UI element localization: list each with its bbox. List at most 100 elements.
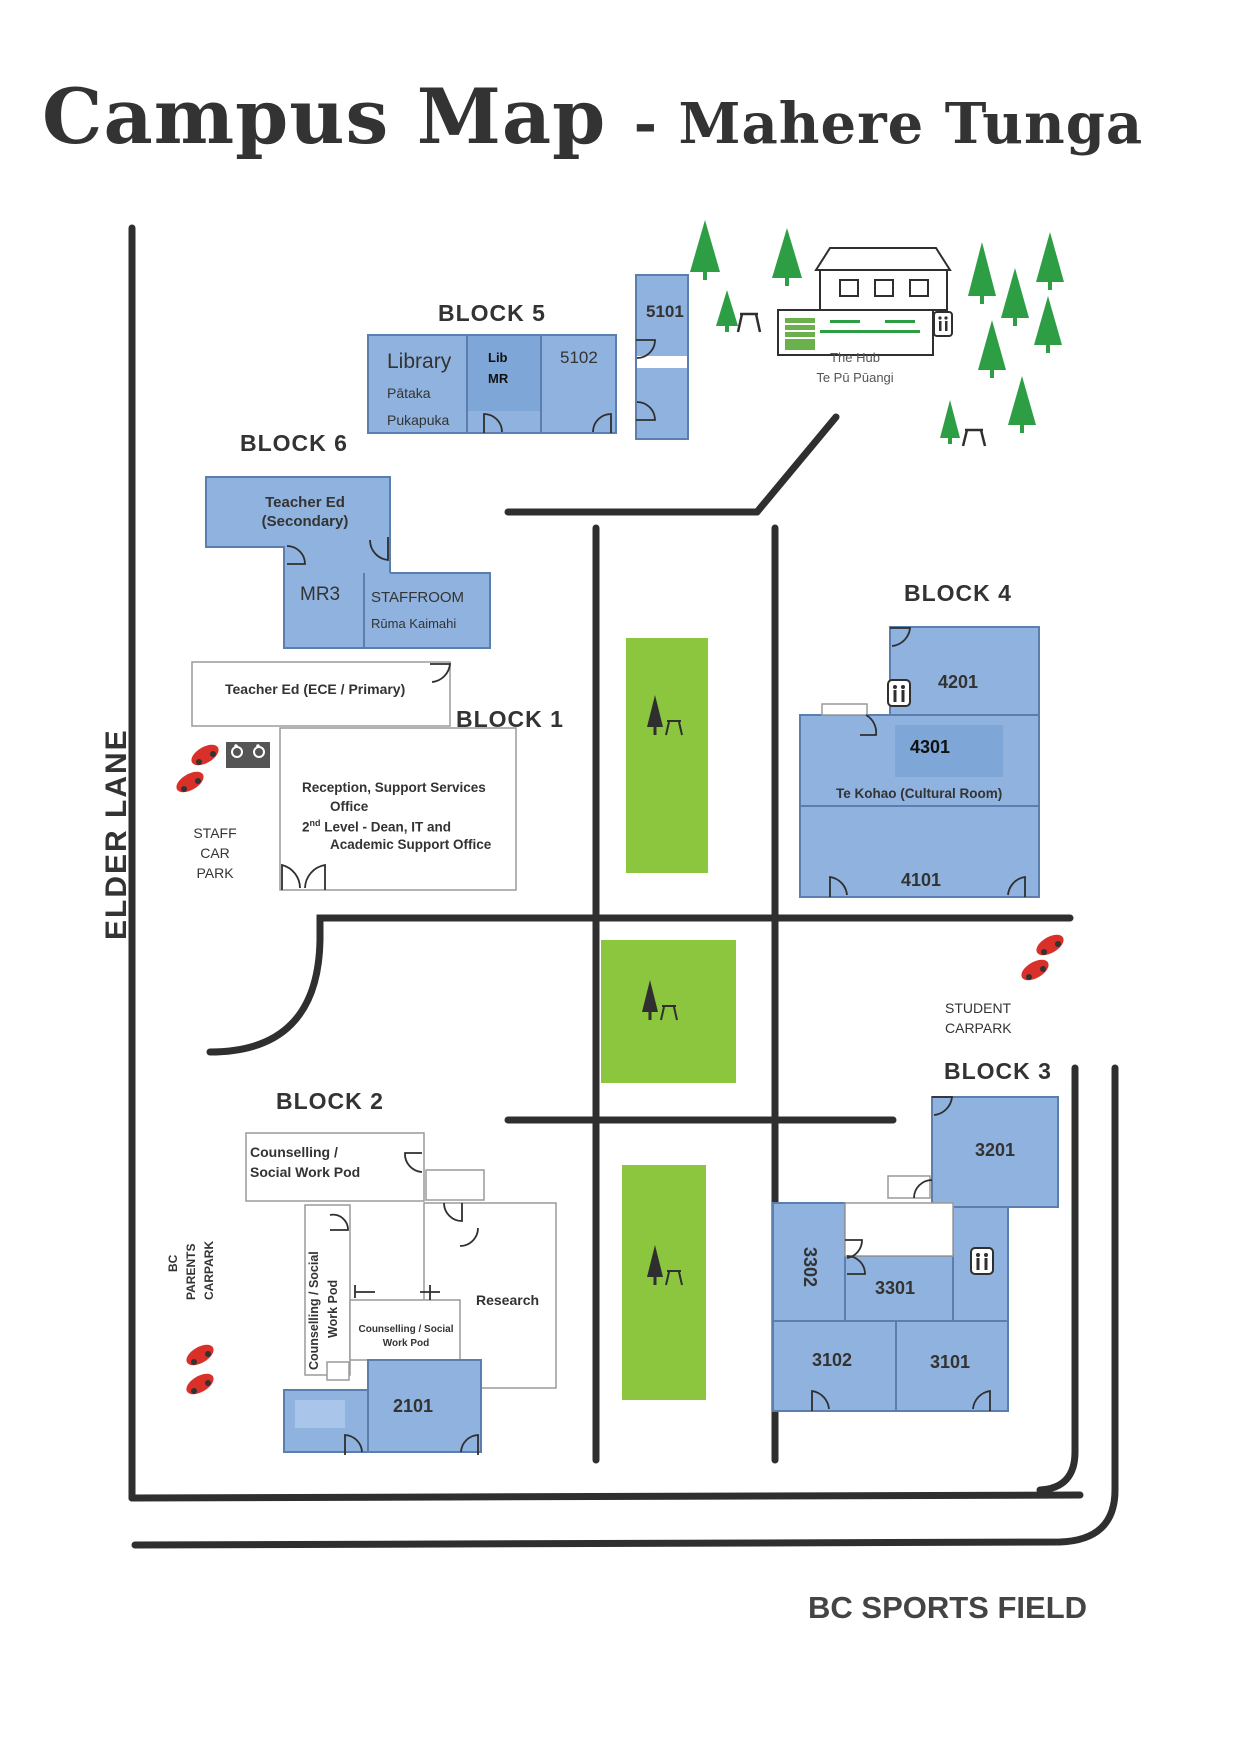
block3-3302: [772, 1202, 846, 1322]
student-park-label-2: CARPARK: [945, 1020, 1012, 1036]
block-2-label: BLOCK 2: [276, 1088, 384, 1114]
ruma-kaimahi-label: Rūma Kaimahi: [371, 616, 457, 631]
hub-trees: [690, 220, 1064, 444]
mr-label: MR: [488, 371, 509, 386]
park-icons: [642, 695, 683, 1286]
hub-label: The Hub: [830, 350, 880, 365]
block6-staffroom: [283, 572, 491, 649]
accessible-parking-icons: [226, 742, 270, 768]
reception-label-2: Office: [330, 799, 369, 814]
block-4-label: BLOCK 4: [904, 580, 1012, 606]
room-3102-label: 3102: [812, 1350, 853, 1370]
research-label: Research: [476, 1292, 540, 1308]
tree-icon: [716, 290, 738, 332]
reception-label-3b: Level - Dean, IT and: [320, 819, 452, 835]
block-2: [245, 1132, 557, 1453]
counselling-vertical-label-1: Counselling / Social: [307, 1251, 321, 1370]
tree-icon: [1008, 376, 1036, 433]
staff-park-label-1: STAFF: [193, 825, 237, 841]
tree-icon: [1034, 296, 1062, 353]
lib-label: Lib: [488, 350, 508, 365]
pukapuka-label: Pukapuka: [387, 412, 450, 428]
staffroom-label: STAFFROOM: [371, 589, 465, 606]
room-3301-label: 3301: [875, 1278, 916, 1298]
room-5102-label: 5102: [560, 348, 598, 367]
road-south-inner: [128, 1491, 1084, 1502]
door-arcs-b1: [281, 663, 451, 890]
reception-label-4: Academic Support Office: [330, 837, 492, 852]
tree-icon: [690, 220, 720, 280]
title-main: Campus Map: [42, 72, 607, 161]
sports-field-label: BC SPORTS FIELD: [808, 1590, 1088, 1625]
pataka-label: Pātaka: [387, 385, 431, 401]
tree-picnic-icon: [647, 1245, 683, 1286]
green-space-3: [622, 1165, 706, 1400]
block-3-label: BLOCK 3: [944, 1058, 1052, 1084]
block-5: [367, 274, 689, 440]
road-east-inner: [1036, 1064, 1079, 1494]
door-arcs-b3: [811, 1096, 991, 1411]
counselling-small-label-2: Work Pod: [382, 1338, 430, 1349]
door-arcs-b6: [286, 537, 389, 565]
tree-icon: [968, 242, 996, 304]
block-1-label: BLOCK 1: [456, 706, 564, 732]
tree-icon: [772, 228, 802, 286]
parents-park-label-3: CARPARK: [202, 1240, 216, 1300]
car-icon: [1021, 959, 1049, 981]
room-3201-label: 3201: [975, 1140, 1016, 1160]
staff-park-label-3: PARK: [196, 865, 234, 881]
cars: [176, 744, 1064, 1395]
teacher-ece-label: Teacher Ed (ECE / Primary): [225, 681, 406, 697]
elder-lane-label: ELDER LANE: [100, 728, 133, 940]
block-5-label: BLOCK 5: [438, 300, 546, 326]
te-kohao-label: Te Kohao (Cultural Room): [836, 786, 1003, 801]
door-arcs-b2: [329, 1152, 479, 1455]
room-2101-label: 2101: [393, 1396, 434, 1416]
reception-label-1: Reception, Support Services: [302, 780, 486, 795]
car-icon: [191, 744, 219, 766]
block2-counselling-pod: [245, 1132, 425, 1202]
block4-4201: [889, 626, 1040, 716]
block-4: [799, 626, 1040, 898]
block6-teacher-sec: [205, 476, 391, 548]
road-south-outer: [131, 1064, 1119, 1549]
green-spaces: [601, 638, 736, 1400]
restroom-icon-b4: [887, 679, 911, 707]
picnic-tables: [736, 312, 987, 447]
room-4201-label: 4201: [938, 672, 979, 692]
hub-maori-label: Te Pū Pūangi: [816, 370, 894, 385]
car-icon: [1036, 934, 1064, 956]
room-4301-label: 4301: [910, 737, 951, 757]
block-6-label: BLOCK 6: [240, 430, 348, 456]
block3-3102: [772, 1320, 897, 1412]
staff-park-label-2: CAR: [200, 845, 230, 861]
tree-icon: [1001, 268, 1029, 326]
parents-park-label-2: PARENTS: [184, 1243, 198, 1300]
road-hub-diag: [753, 413, 840, 516]
room-4101-label: 4101: [901, 870, 942, 890]
block2-2101: [367, 1359, 482, 1453]
teacher-sec-label-1: Teacher Ed: [265, 494, 345, 511]
teacher-sec-label-2: (Secondary): [261, 513, 349, 530]
restroom-icon: [938, 316, 948, 331]
block-1: [191, 661, 517, 891]
mr3-label: MR3: [300, 584, 341, 605]
block2-counselling-vertical: [304, 1204, 351, 1376]
restroom-icon-b3: [970, 1247, 994, 1275]
road-east-west: [206, 914, 1074, 1056]
counselling-pod-label-1: Counselling /: [250, 1144, 338, 1160]
library-label: Library: [387, 350, 452, 373]
page-title: Campus Map - Mahere Tunga: [42, 72, 1143, 161]
counselling-vertical-label-2: Work Pod: [326, 1279, 340, 1338]
tree-icon: [1036, 232, 1064, 290]
counselling-small-label-1: Counselling / Social: [358, 1324, 454, 1335]
reception-label-3a: 2: [302, 819, 310, 835]
car-icon: [186, 1344, 214, 1366]
green-space-1: [626, 638, 708, 873]
car-icon: [176, 771, 204, 793]
tree-picnic-icon: [647, 695, 683, 736]
student-park-label-1: STUDENT: [945, 1000, 1012, 1016]
tree-icon: [940, 400, 960, 444]
room-3101-label: 3101: [930, 1352, 971, 1372]
